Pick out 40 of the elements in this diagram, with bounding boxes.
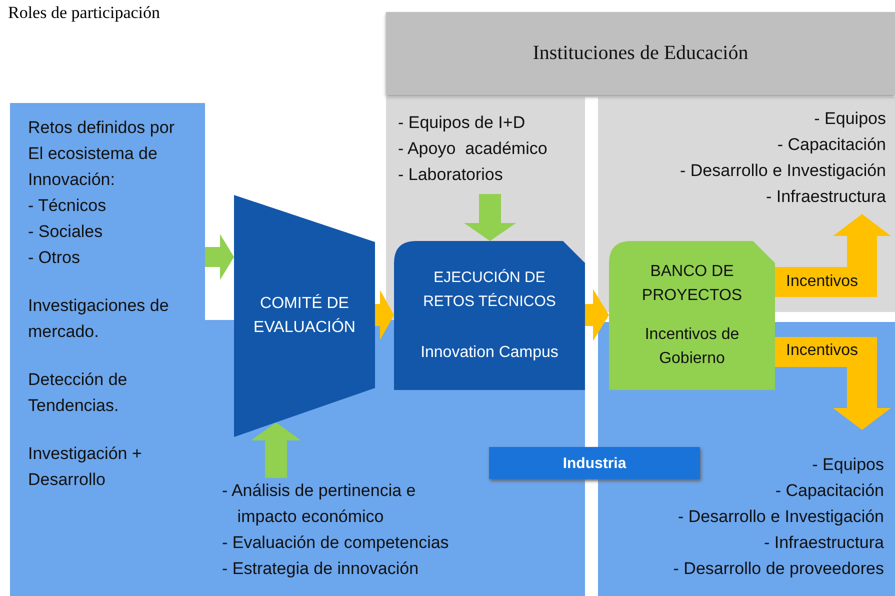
node-label: Incentivos de Gobierno	[644, 324, 740, 369]
header-band: Instituciones de Educación	[386, 12, 895, 95]
node-label: Innovation Campus	[420, 342, 560, 363]
arrow	[251, 422, 301, 478]
list-item: - Capacitación	[776, 134, 886, 156]
text-line: - Técnicos	[28, 195, 108, 217]
diagram-title: Roles de participación	[8, 3, 160, 23]
node-label: COMITÉ DE EVALUACIÓN	[252, 293, 356, 338]
arrow	[464, 194, 516, 241]
process-box	[394, 241, 585, 390]
list-item: - Análisis de pertinencia e impacto económico	[222, 480, 417, 528]
text-line: Detección de Tendencias.	[28, 369, 128, 417]
text-line: Investigación + Desarrollo	[28, 443, 143, 491]
arrow	[585, 289, 609, 341]
trapezoid-shape	[234, 195, 375, 437]
text-line: - Otros	[28, 247, 81, 269]
list-item: - Desarrollo e Investigación	[679, 160, 886, 182]
process-box	[609, 241, 775, 390]
section-bar: Industria	[489, 447, 700, 479]
list-item: - Equipos	[813, 108, 886, 130]
arrow	[375, 290, 394, 340]
text-line: Retos definidos por El ecosistema de Innovación:	[28, 117, 176, 191]
list-item: - Infraestructura	[765, 186, 886, 208]
node-label: BANCO DE PROYECTOS	[640, 262, 744, 306]
list-item: - Capacitación	[774, 480, 884, 502]
list-item: - Laboratorios	[398, 164, 504, 186]
node-label: EJECUCIÓN DE RETOS TÉCNICOS	[422, 268, 557, 312]
list-item: - Desarrollo e Investigación	[677, 506, 884, 528]
list-item: - Equipos de I+D	[398, 112, 526, 134]
panel	[10, 103, 205, 596]
text-line: - Sociales	[28, 221, 104, 243]
text-line: Investigaciones de mercado.	[28, 295, 170, 343]
list-item: - Apoyo académico	[398, 138, 548, 160]
list-item: - Desarrollo de proveedores	[672, 558, 884, 580]
arrow	[775, 214, 891, 297]
arrow	[775, 337, 891, 430]
list-item: - Estrategia de innovación	[222, 558, 420, 580]
arrow	[205, 234, 234, 280]
list-item: - Infraestructura	[763, 532, 884, 554]
list-item: - Evaluación de competencias	[222, 532, 450, 554]
